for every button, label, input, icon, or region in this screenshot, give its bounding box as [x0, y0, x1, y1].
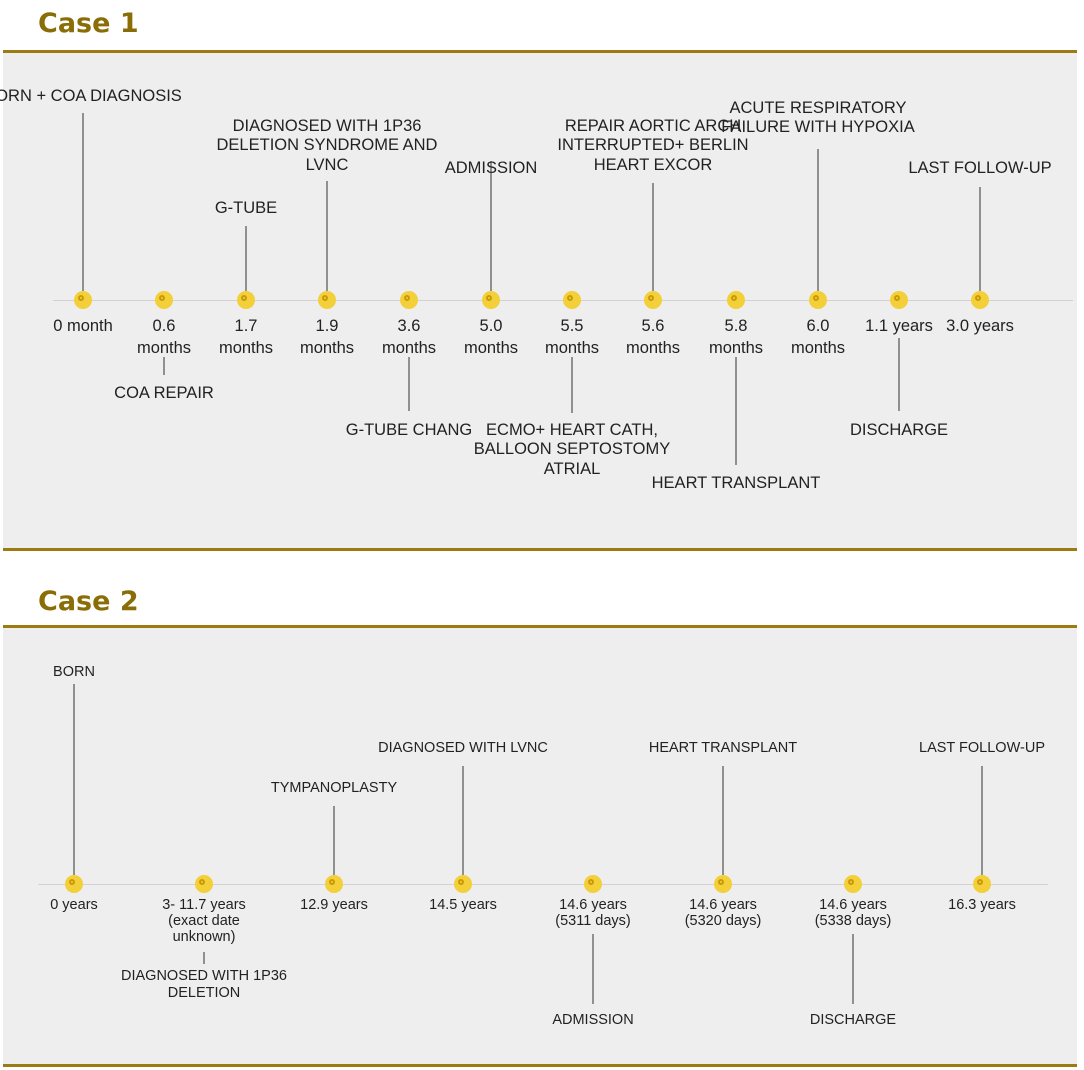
case-1-event-11-time: 1.1 years	[865, 317, 933, 335]
case-2-event-5-time: 14.6 years (5311 days)	[555, 897, 631, 929]
case-1-event-3-connector	[245, 226, 247, 291]
case-1-event-2-time: 0.6 months	[136, 317, 192, 357]
case-1-event-11-connector	[898, 337, 900, 411]
case-1-event-1-connector	[82, 113, 84, 291]
case-2-event-4-connector	[462, 766, 464, 875]
case-1-title: Case 1	[38, 8, 139, 39]
case-2-event-3-marker	[325, 875, 343, 893]
case-1-event-7-label: ECMO+ HEART CATH, BALLOON SEPTOSTOMY ATR…	[473, 421, 671, 478]
case-1-event-5-label: G-TUBE CHANG	[345, 421, 473, 439]
case-1-top-rule	[3, 50, 1077, 53]
case-1-event-12-marker	[971, 291, 989, 309]
case-1-event-4-label: DIAGNOSED WITH 1P36 DELETION SYNDROME AN…	[216, 117, 438, 174]
case-1-event-10-connector	[817, 149, 819, 291]
case-1-event-9-marker	[727, 291, 745, 309]
case-2-top-rule	[3, 625, 1077, 628]
case-2-event-2-connector	[203, 951, 205, 964]
case-1-event-4-connector	[326, 181, 328, 291]
case-2-event-6-marker	[714, 875, 732, 893]
case-2-event-7-label: DISCHARGE	[809, 1012, 897, 1028]
case-1-event-12-time: 3.0 years	[946, 317, 1014, 335]
case-2-event-3-time: 12.9 years	[300, 897, 368, 913]
case-2-event-1-connector	[73, 684, 75, 875]
case-1-event-6-time: 5.0 months	[463, 317, 519, 357]
case-2-event-4-time: 14.5 years	[429, 897, 497, 913]
case-2-event-2-time: 3- 11.7 years (exact date unknown)	[162, 897, 246, 945]
case-2-event-6-connector	[722, 766, 724, 875]
case-1-event-2-connector	[163, 357, 165, 375]
case-1-event-9-connector	[735, 357, 737, 465]
case-2-event-5-marker	[584, 875, 602, 893]
case-1-event-6-connector	[490, 161, 492, 291]
case-1-event-3-marker	[237, 291, 255, 309]
case-2-event-5-connector	[592, 934, 594, 1004]
case-2-event-3-connector	[333, 806, 335, 875]
case-1-event-4-marker	[318, 291, 336, 309]
case-2-timeline: 0 years BORN 3- 11.7 years (exact date unk…	[3, 628, 1077, 1064]
case-2-event-7-connector	[852, 934, 854, 1004]
case-1-event-8-marker	[644, 291, 662, 309]
case-1-event-12-label: LAST FOLLOW-UP	[908, 159, 1052, 177]
case-1-event-2-marker	[155, 291, 173, 309]
case-1-event-11-label: DISCHARGE	[849, 421, 949, 439]
case-1-event-7-time: 5.5 months	[544, 317, 600, 357]
case-1-event-10-marker	[809, 291, 827, 309]
case-2-event-8-marker	[973, 875, 991, 893]
case-1-event-11-marker	[890, 291, 908, 309]
case-2-event-1-marker	[65, 875, 83, 893]
case-1-event-12-connector	[979, 187, 981, 291]
case-1-event-4-time: 1.9 months	[299, 317, 355, 357]
case-1-event-8-time: 5.6 months	[625, 317, 681, 357]
case-2-event-6-time: 14.6 years (5320 days)	[684, 897, 762, 929]
case-1-event-5-connector	[408, 357, 410, 411]
case-1-event-10-label: ACUTE RESPIRATORY FAILURE WITH HYPOXIA	[721, 99, 915, 137]
case-1-event-7-marker	[563, 291, 581, 309]
case-1-event-9-time: 5.8 months	[708, 317, 764, 357]
case-1-event-6-marker	[482, 291, 500, 309]
case-2-event-8-time: 16.3 years	[948, 897, 1016, 913]
case-1-event-5-time: 3.6 months	[381, 317, 437, 357]
case-1-event-1-marker	[74, 291, 92, 309]
case-2-title: Case 2	[38, 586, 139, 617]
case-1-event-3-time: 1.7 months	[218, 317, 274, 357]
case-2-event-8-connector	[981, 766, 983, 875]
case-1-event-7-connector	[571, 357, 573, 413]
case-2-axis	[38, 884, 1048, 885]
case-1-event-8-label: REPAIR AORTIC ARCH INTERRUPTED+ BERLIN H…	[557, 117, 749, 174]
case-2-event-7-marker	[844, 875, 862, 893]
case-2-event-2-marker	[195, 875, 213, 893]
case-2-event-7-time: 14.6 years (5338 days)	[814, 897, 892, 929]
case-1-event-2-label: COA REPAIR	[114, 384, 214, 402]
case-2-event-4-label: DIAGNOSED WITH LVNC	[378, 740, 548, 756]
case-1-event-1-label: BORN + COA DIAGNOSIS	[0, 87, 182, 105]
case-1-event-1-time: 0 month	[53, 317, 113, 335]
case-2-event-4-marker	[454, 875, 472, 893]
case-1-event-8-connector	[652, 183, 654, 291]
case-1-event-3-label: G-TUBE	[214, 199, 278, 217]
case-2-event-1-time: 0 years	[50, 897, 98, 913]
case-2-event-6-label: HEART TRANSPLANT	[648, 740, 798, 756]
case-2-event-8-label: LAST FOLLOW-UP	[919, 740, 1045, 756]
case-2-bottom-rule	[3, 1064, 1077, 1067]
case-2-event-5-label: ADMISSION	[552, 1012, 634, 1028]
case-1-bottom-rule	[3, 548, 1077, 551]
case-1-event-10-time: 6.0 months	[790, 317, 846, 357]
case-1-event-5-marker	[400, 291, 418, 309]
case-1-event-9-label: HEART TRANSPLANT	[651, 474, 821, 492]
case-2-event-1-label: BORN	[53, 664, 95, 680]
case-2-event-3-label: TYMPANOPLASTY	[270, 780, 398, 796]
case-2-event-2-label: DIAGNOSED WITH 1P36 DELETION	[121, 968, 287, 1002]
